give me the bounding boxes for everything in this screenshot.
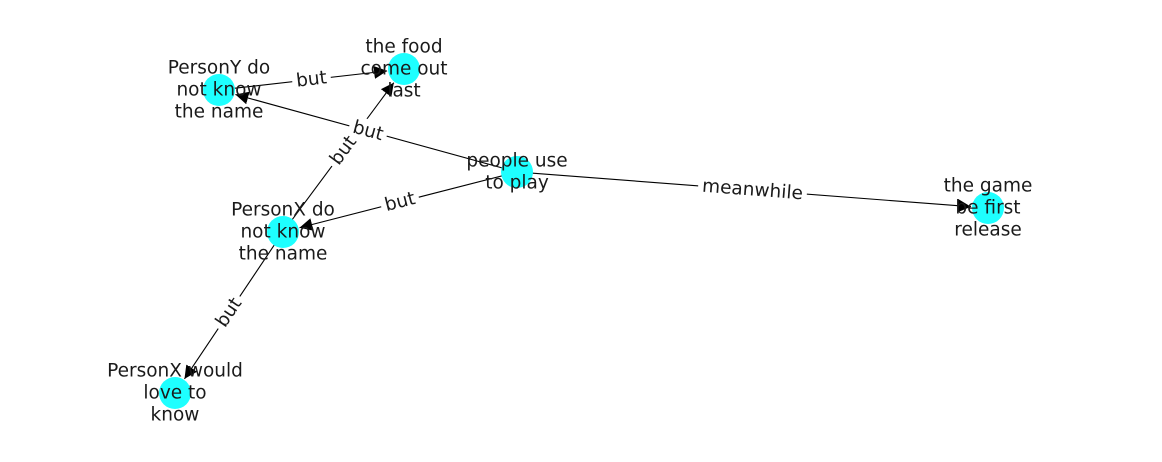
edge-label-background — [697, 174, 808, 206]
node-label-line: the food — [365, 37, 442, 58]
edge-label-group: meanwhile — [697, 174, 808, 206]
edge-label-background — [208, 290, 250, 335]
edge-label-background — [378, 186, 422, 218]
node-game — [972, 192, 1004, 224]
node-personY — [203, 74, 235, 106]
node-label-line: come out — [360, 59, 447, 80]
edge-label-background — [290, 65, 333, 94]
node-food — [388, 53, 420, 85]
node-label-line: be first — [955, 198, 1020, 219]
node-label-line: not know — [240, 222, 325, 243]
node-label-line: last — [387, 81, 420, 102]
node-label-line: PersonX do — [231, 200, 335, 221]
node-label-line: the name — [239, 244, 328, 265]
node-label-line: know — [151, 405, 200, 426]
node-label-line: PersonX would — [107, 361, 243, 382]
node-label-line: PersonY do — [168, 58, 270, 79]
node-label-line: to play — [485, 173, 549, 194]
edge-label-group: but — [208, 290, 250, 335]
node-label-line: not know — [176, 80, 261, 101]
edge-label: but — [295, 67, 328, 91]
nodes-layer — [159, 53, 1004, 409]
edge-label-background — [322, 128, 365, 173]
node-would — [159, 377, 191, 409]
edge-label: but — [383, 188, 418, 216]
edge-label-group: but — [378, 186, 422, 218]
node-label-line: the name — [175, 102, 264, 123]
node-personX — [267, 216, 299, 248]
node-people — [501, 156, 533, 188]
node-label-line: the game — [944, 176, 1033, 197]
edge-label: meanwhile — [701, 176, 803, 205]
node-label-line: love to — [143, 383, 206, 404]
node-label-line: release — [954, 220, 1021, 241]
edge-label-group: but — [290, 65, 333, 94]
node-label-line: people use — [466, 151, 567, 172]
